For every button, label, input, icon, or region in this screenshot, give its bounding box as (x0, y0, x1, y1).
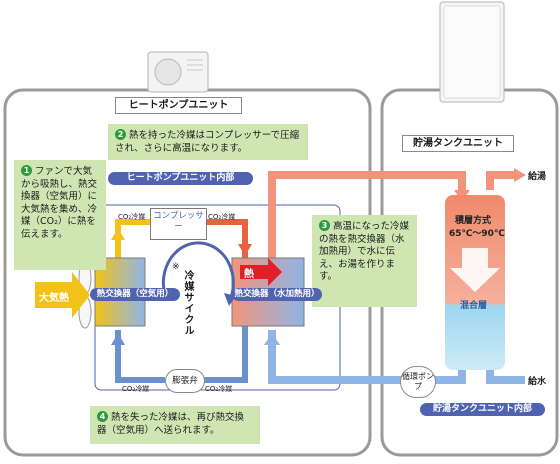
tank-interior-label: 貯湯タンクユニット内部 (420, 403, 545, 416)
co2-label-3: CO₂冷媒 (122, 385, 150, 393)
step1-badge: 1 (21, 165, 32, 176)
mixing-layer: 混合層 (460, 301, 488, 311)
refrigerant-return-pipe (115, 330, 165, 383)
air-heat-arrow (35, 272, 90, 318)
note-step1-text: ファンで大気から吸熱し、熱交換器（空気用）に大気熱を集め、冷媒（CO₂）に熱を伝… (21, 166, 98, 240)
water-in-label: 給水 (528, 377, 547, 387)
outdoor-unit-illustration (147, 51, 209, 93)
stratification-arrow (450, 248, 500, 292)
co2-label-2: CO₂冷媒 (208, 213, 236, 221)
tank-unit-illustration (439, 1, 505, 103)
co2-label-4: CO₂冷媒 (205, 385, 233, 393)
refrigerant-cycle-loop (161, 241, 235, 301)
step4-badge: 4 (97, 411, 108, 422)
tank-temp-range: 65℃〜90℃ (449, 229, 505, 239)
water-heat-exchanger-label: 熱交換器（水加熱用） (232, 288, 322, 301)
compressor: コンプレッサー (150, 208, 207, 240)
water-inlet-pipe (486, 368, 525, 384)
cycle-mark: ※ (172, 262, 180, 272)
expansion-valve: 膨張弁 (165, 369, 205, 393)
note-step3-text: 高温になった冷媒の熱を熱交換器（水加熱用）で水に伝え、お湯を作ります。 (319, 221, 410, 282)
refrigerant-cycle-label: 冷媒サイクル (182, 270, 193, 336)
tank-method: 積層方式 (455, 216, 492, 226)
cold-water-pipe (268, 330, 466, 384)
refrigerant-cool-pipe (200, 325, 248, 383)
air-heat-exchanger-label: 熱交換器（空気用） (90, 288, 180, 301)
note-step2-text: 熱を持った冷媒はコンプレッサーで圧縮され、さらに高温になります。 (115, 130, 300, 154)
air-heat-label: 大気熱 (39, 293, 69, 304)
refrigerant-hot-pipe (205, 219, 248, 258)
hot-water-pipe (268, 171, 466, 270)
heat-transfer-arrow (240, 258, 282, 286)
circulation-pump: 循環ポンプ (400, 366, 436, 398)
note-step4-text: 熱を失った冷媒は、再び熱交換器（空気用）へ送られます。 (97, 412, 245, 436)
step3-badge: 3 (319, 220, 330, 231)
hot-water-out-label: 給湯 (528, 172, 547, 182)
co2-label-1: CO₂冷媒 (118, 213, 146, 221)
hot-supply-pipe (486, 171, 515, 190)
heat-pump-interior-label: ヒートポンプユニット内部 (108, 172, 253, 185)
cold-water-arrow (264, 333, 280, 345)
heat-label: 熱 (244, 269, 254, 280)
refrigerant-warm-pipe (115, 219, 150, 258)
heat-pump-unit-title: ヒートポンプユニット (115, 97, 242, 114)
tank-unit-title: 貯湯タンクユニット (402, 135, 514, 152)
step2-badge: 2 (115, 129, 126, 140)
